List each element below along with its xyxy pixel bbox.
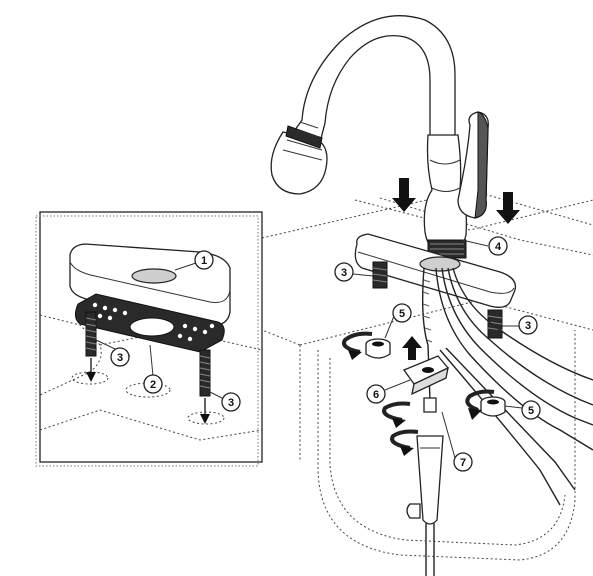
callout-6: 6 bbox=[366, 384, 386, 404]
svg-text:2: 2 bbox=[150, 379, 156, 391]
svg-text:3: 3 bbox=[525, 320, 531, 332]
svg-text:4: 4 bbox=[495, 241, 502, 253]
callout-3-main-left: 3 bbox=[334, 262, 354, 282]
callout-5-left: 5 bbox=[392, 303, 412, 323]
stud-right bbox=[487, 309, 503, 339]
svg-text:1: 1 bbox=[201, 255, 207, 267]
up-arrow bbox=[402, 336, 422, 360]
down-arrow-left bbox=[392, 178, 416, 212]
rotate-arrow-nut-left bbox=[342, 331, 373, 360]
pulldown-hose bbox=[421, 267, 435, 576]
supply-hoses bbox=[435, 267, 593, 506]
svg-text:3: 3 bbox=[341, 267, 347, 279]
svg-text:3: 3 bbox=[117, 352, 123, 364]
rotate-arrow-weight bbox=[390, 429, 419, 456]
svg-text:3: 3 bbox=[228, 397, 234, 409]
mounting-bracket bbox=[402, 355, 450, 396]
callout-1: 1 bbox=[194, 250, 214, 270]
rotate-arrow-nut-right bbox=[465, 389, 495, 420]
mounting-nut-right bbox=[480, 396, 506, 417]
callout-7: 7 bbox=[453, 452, 473, 472]
faucet-spout bbox=[270, 15, 456, 195]
hose-weight bbox=[406, 397, 444, 525]
mounting-nut-left bbox=[365, 338, 391, 359]
stud-left bbox=[372, 261, 388, 289]
callout-3-main-right: 3 bbox=[518, 315, 538, 335]
inset-gasket bbox=[74, 293, 225, 353]
leader-lines bbox=[95, 239, 523, 459]
svg-text:5: 5 bbox=[399, 308, 405, 320]
rotate-arrow-bracket bbox=[382, 401, 411, 428]
callout-2: 2 bbox=[143, 374, 163, 394]
callout-3-inset-left: 3 bbox=[110, 347, 130, 367]
svg-text:6: 6 bbox=[373, 389, 379, 401]
inset-stud-left bbox=[85, 311, 97, 382]
inset-stud-right bbox=[199, 349, 211, 424]
svg-text:5: 5 bbox=[528, 405, 534, 417]
svg-text:7: 7 bbox=[460, 457, 466, 469]
faucet-handle bbox=[457, 111, 489, 219]
deck-plate bbox=[354, 233, 517, 308]
callout-3-inset-right: 3 bbox=[221, 392, 241, 412]
down-arrow-right bbox=[496, 192, 520, 224]
callout-4: 4 bbox=[488, 236, 508, 256]
callout-5-right: 5 bbox=[521, 400, 541, 420]
